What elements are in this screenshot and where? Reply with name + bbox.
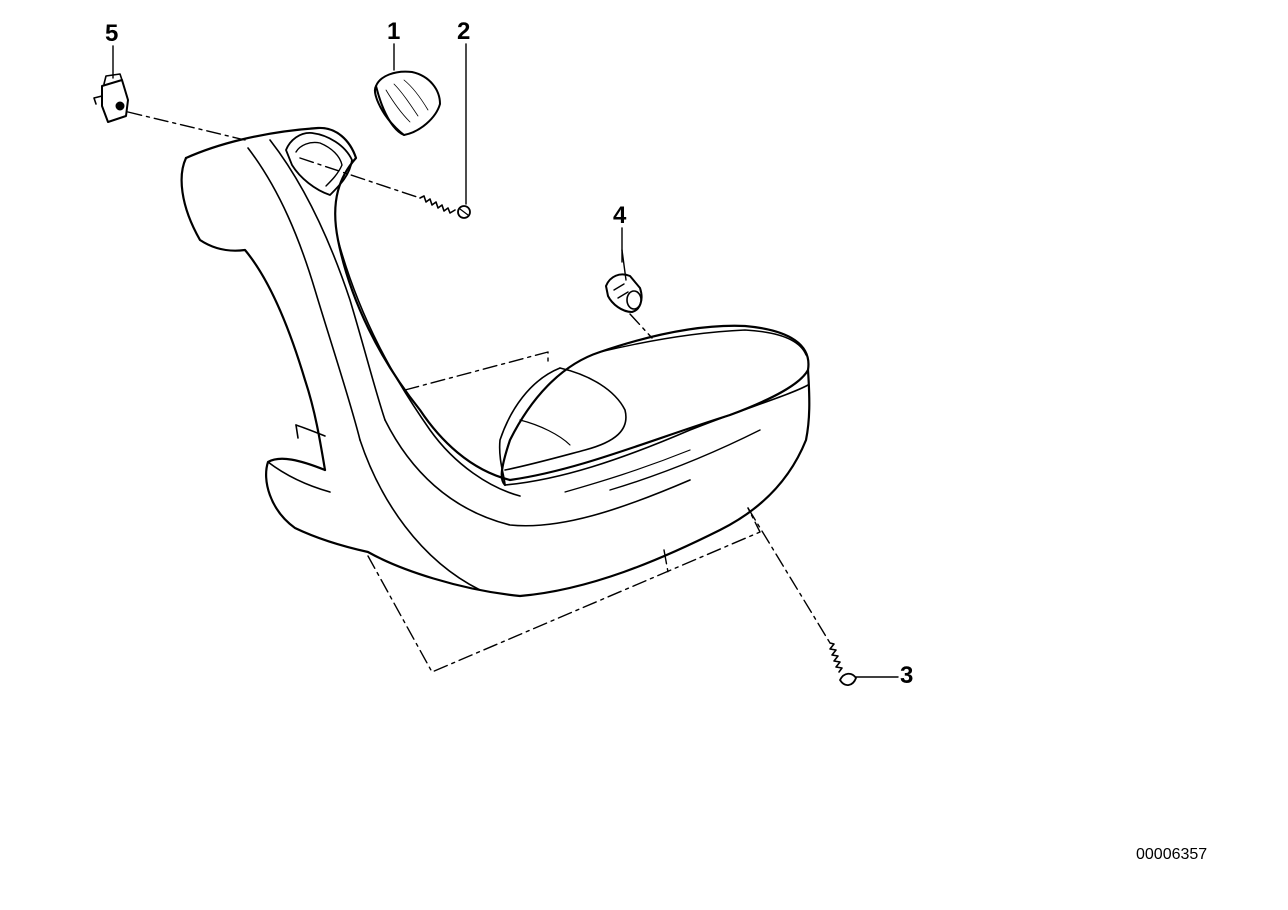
screw-3-thread: [829, 642, 843, 673]
leader-3: [747, 507, 831, 644]
seat-front-edge: [504, 384, 809, 486]
cover-front-face: [374, 85, 405, 136]
column-line-b: [269, 139, 386, 421]
cover-shading: [385, 79, 429, 123]
part-4-clip: [605, 249, 643, 313]
screw-head-slot: [459, 208, 469, 216]
part-5-clip-nut: [93, 73, 129, 123]
leader-3-base: [367, 507, 761, 673]
callout-number-3: 3: [900, 662, 914, 689]
armrest-top-back: [180, 156, 327, 472]
seat-side-line: [609, 429, 761, 491]
part-1-cover: [374, 70, 441, 136]
leader-3-tick: [663, 549, 669, 573]
base-left-edge: [295, 424, 299, 439]
leader-5: [127, 111, 246, 141]
top-opening-inner: [295, 141, 343, 187]
callout-number-1: 1: [387, 18, 401, 45]
column-line-c: [337, 239, 521, 497]
clip-end: [626, 290, 642, 310]
seat-outer-lip: [599, 329, 807, 356]
column-line-e: [384, 419, 691, 527]
leader-4-seat: [404, 351, 549, 391]
seat-side-line-2: [564, 449, 691, 493]
base-left-foot: [267, 424, 331, 493]
nut-hole: [115, 101, 125, 111]
column-line-d: [359, 439, 481, 591]
screw-thread: [419, 195, 456, 214]
clip-body: [605, 273, 643, 313]
armrest-body: [180, 126, 811, 598]
callout-number-5: 5: [105, 20, 119, 47]
armrest-base: [265, 368, 811, 598]
top-opening: [285, 132, 353, 196]
diagram-reference-number: 00006357: [1136, 846, 1208, 863]
nut-body: [101, 79, 129, 123]
leader-4: [629, 313, 653, 339]
recess-shade: [519, 419, 571, 446]
callout-number-4: 4: [613, 202, 627, 229]
part-2-screw: [419, 195, 471, 219]
cover-outline: [375, 70, 441, 136]
part-3-screw: [829, 642, 857, 686]
leader-lines: [127, 111, 831, 673]
column-line-a: [247, 147, 361, 441]
seat-recess: [498, 367, 627, 486]
leader-2: [299, 157, 421, 199]
screw-3-head: [839, 672, 857, 686]
callout-number-2: 2: [457, 18, 471, 45]
